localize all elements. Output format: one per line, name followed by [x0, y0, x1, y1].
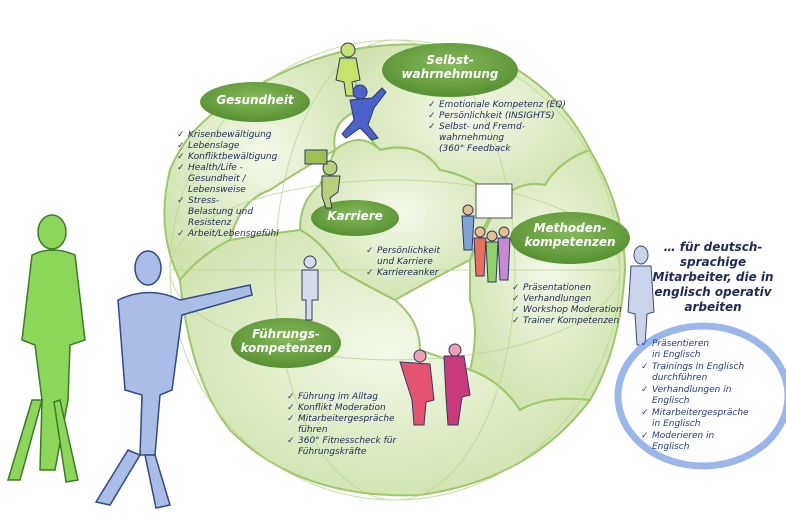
- list-item: Konflikt Moderation: [287, 403, 412, 414]
- figure-carrying: [304, 149, 341, 209]
- list-item: Emotionale Kompetenz (EQ): [428, 100, 568, 111]
- group-at-flipchart: [461, 183, 513, 283]
- badge-gesundheit: [200, 82, 310, 122]
- note-line: … für deutsch-: [663, 240, 763, 254]
- list-english: Präsentieren in Englisch Trainings in En…: [641, 339, 771, 454]
- title-methoden-line1: Methoden-: [533, 221, 607, 235]
- list-item: Selbst- und Fremd- wahrnehmung (360° Fee…: [428, 122, 568, 155]
- list-item: Karriereanker: [366, 268, 466, 279]
- list-item: Krisenbewältigung: [177, 130, 297, 141]
- badge-methoden: [510, 212, 630, 264]
- note-line: englisch operativ: [654, 285, 772, 299]
- list-item: Präsentationen: [512, 283, 632, 294]
- title-fuehrung-line2: kompetenzen: [240, 340, 332, 355]
- title-fuehrung-line1: Führungs-: [252, 327, 320, 341]
- list-item: Persönlichkeit (INSIGHTS): [428, 111, 568, 122]
- figure-blue-jumping: [341, 84, 387, 141]
- list-gesundheit: Krisenbewältigung Lebenslage Konfliktbew…: [177, 130, 297, 240]
- list-item: Trainings in Englisch durchführen: [641, 362, 771, 384]
- list-karriere: Persönlichkeit und Karriere Karriereanke…: [366, 246, 466, 279]
- list-item: Führung im Alltag: [287, 392, 412, 403]
- list-item: Moderieren in Englisch: [641, 431, 771, 453]
- list-item: Mitarbeitergespräche in Englisch: [641, 408, 771, 430]
- list-item: Lebenslage: [177, 141, 297, 152]
- list-methoden: Präsentationen Verhandlungen Workshop Mo…: [512, 283, 632, 327]
- figure-yellow-green: [335, 42, 361, 97]
- title-selbst-line1: Selbst-: [426, 53, 474, 67]
- title-fuehrung: Führungs- kompetenzen: [231, 327, 341, 356]
- list-item: Stress- Belastung und Resistenz: [177, 196, 297, 229]
- title-badges: [200, 43, 630, 368]
- list-item: Persönlichkeit und Karriere: [366, 246, 466, 268]
- note-line: sprachige: [679, 255, 747, 269]
- figures-red-pair: [399, 343, 471, 426]
- list-fuehrung: Führung im Alltag Konflikt Moderation Mi…: [287, 392, 412, 458]
- list-item: 360° Fitnesscheck für Führungskräfte: [287, 436, 412, 458]
- badge-selbstwahrnehmung: [382, 43, 518, 97]
- list-item: Trainer Kompetenzen: [512, 316, 632, 327]
- list-item: Workshop Moderation: [512, 305, 632, 316]
- note-line: Mitarbeiter, die in: [652, 270, 774, 284]
- title-methoden: Methoden- kompetenzen: [515, 221, 625, 250]
- english-highlight-ring: [614, 322, 786, 470]
- note-line: arbeiten: [684, 300, 742, 314]
- list-item: Konfliktbewältigung: [177, 152, 297, 163]
- list-item: Präsentieren in Englisch: [641, 339, 771, 361]
- badge-karriere: [311, 200, 399, 236]
- list-item: Health/Life - Gesundheit / Lebensweise: [177, 163, 297, 196]
- list-selbstwahrnehmung: Emotionale Kompetenz (EQ) Persönlichkeit…: [428, 100, 568, 155]
- title-methoden-line2: kompetenzen: [524, 234, 616, 249]
- list-item: Verhandlungen: [512, 294, 632, 305]
- piece-fuehrung: [178, 228, 592, 497]
- english-note: … für deutsch- sprachige Mitarbeiter, di…: [648, 240, 778, 315]
- list-item: Arbeit/Lebensgefühl: [177, 229, 297, 240]
- title-karriere: Karriere: [315, 209, 395, 224]
- figure-photographer: [301, 255, 319, 321]
- title-gesundheit: Gesundheit: [205, 93, 305, 108]
- title-selbst-line2: wahrnehmung: [401, 66, 499, 81]
- small-figures: [301, 42, 513, 426]
- green-person-figure: [6, 214, 86, 483]
- badge-fuehrung: [231, 318, 341, 368]
- title-selbstwahrnehmung: Selbst- wahrnehmung: [395, 53, 505, 82]
- title-karriere-text: Karriere: [327, 209, 383, 223]
- list-item: Mitarbeitergespräche führen: [287, 414, 412, 436]
- title-gesundheit-text: Gesundheit: [216, 93, 294, 107]
- list-item: Verhandlungen in Englisch: [641, 385, 771, 407]
- blue-person-figure: [94, 250, 253, 509]
